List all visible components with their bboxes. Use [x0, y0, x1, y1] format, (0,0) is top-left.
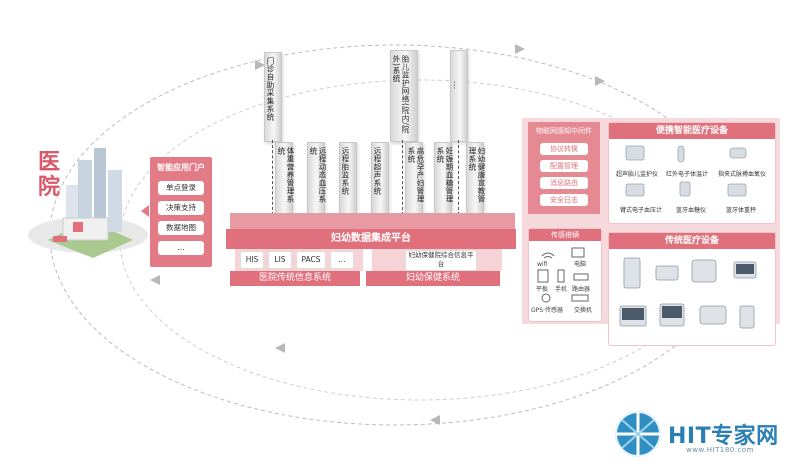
iot-item-security-log[interactable]: 安全日志: [540, 194, 588, 206]
hit-logo-icon: [615, 411, 661, 457]
portable-label-fetal: 超声胎儿监护仪: [616, 171, 659, 178]
device-label-switch: 交换机: [574, 307, 593, 314]
portable-panel: 便携智能医疗设备: [608, 122, 776, 224]
mid-column-high-risk: 高危孕产妇管理系统: [405, 142, 425, 214]
portal-item-sso[interactable]: 单点登录: [158, 181, 204, 195]
wifi-icon: [541, 252, 555, 259]
device-label-phone: 手机: [555, 286, 568, 293]
portable-label-oximeter: 指夹式脉搏血氧仪: [718, 171, 767, 178]
platform-top-face: [230, 213, 515, 229]
portal-item-datamap[interactable]: 数据地图: [158, 221, 204, 235]
connector-line: [402, 140, 403, 215]
portable-label-thermo: 红外电子体温计: [666, 171, 709, 178]
connector-line: [272, 140, 273, 215]
device-label-pc: 电脑: [574, 261, 587, 268]
switch-icon: [571, 294, 589, 302]
top-column-outpatient: 门诊自助采集系统: [264, 52, 282, 142]
portable-title: 便携智能医疗设备: [609, 123, 775, 139]
mid-column-fetal-monitor: 远程胎监系统: [339, 142, 357, 214]
gps-icon: [541, 293, 551, 303]
mch-label: 妇幼保健系统: [366, 271, 500, 286]
hit-logo-text: HIT专家网: [668, 424, 779, 449]
legacy-item-lis[interactable]: LIS: [268, 251, 292, 269]
device-label-router: 路由器: [572, 286, 591, 293]
legacy-item-his[interactable]: HIS: [240, 251, 264, 269]
weight-scale-icon: [727, 183, 747, 197]
glucose-meter-icon: [679, 181, 691, 197]
mid-column-glucose: 妊娠期血糖管理系统: [434, 142, 454, 214]
hit-logo-url: www.HIT180.com: [686, 446, 754, 454]
portable-label-scale: 蓝牙体重秤: [726, 207, 757, 214]
top-column-fetal: 胎儿监护网络(院内/院外)系统: [390, 50, 418, 142]
portal-panel: 智能应用门户 单点登录 决策支持 数据地图 ...: [150, 157, 212, 267]
portable-label-glucose: 蓝牙血糖仪: [676, 207, 707, 214]
iot-item-protocol[interactable]: 协议转换: [540, 143, 588, 155]
traditional-title: 传统医疗设备: [609, 233, 775, 249]
mid-column-bp: 远程动态血压系统: [307, 142, 327, 214]
mid-column-ultrasound: 远程超声系统: [371, 142, 389, 214]
iot-item-routing[interactable]: 消息路由: [540, 177, 588, 189]
arrow-left-icon: [150, 275, 160, 285]
arrow-right-icon: [255, 60, 265, 70]
router-icon: [573, 273, 589, 281]
hospital-label: 医院: [38, 150, 61, 200]
legacy-item-more[interactable]: ...: [330, 251, 354, 269]
arrow-right-icon: [595, 76, 605, 86]
mid-column-education: 妇幼健康宣教管理系统: [466, 142, 486, 214]
portable-label-bp: 臂式电子血压计: [620, 207, 663, 214]
arrow-left-icon: [430, 415, 440, 425]
portal-title: 智能应用门户: [157, 163, 205, 172]
top-column-more: ...: [450, 50, 468, 142]
portal-pointer: [141, 205, 149, 217]
arrow-left-icon: [275, 343, 285, 353]
transport-icons: [537, 247, 589, 303]
transport-title: 传感搭辆: [529, 229, 601, 241]
legacy-label: 医院传统信息系统: [230, 271, 360, 286]
arrow-right-icon: [515, 44, 525, 54]
iot-title: 物联网感知中间件: [536, 127, 592, 135]
iot-item-config[interactable]: 配置管理: [540, 160, 588, 172]
oximeter-icon: [729, 147, 747, 159]
connector-line: [458, 140, 459, 215]
device-label-gps: GPS·传感器: [531, 307, 563, 314]
device-label-tablet: 平板: [536, 286, 549, 293]
computer-icon: [571, 247, 585, 258]
portal-item-more[interactable]: ...: [158, 241, 204, 255]
thermometer-icon: [677, 145, 685, 163]
legacy-item-pacs[interactable]: PACS: [296, 251, 326, 269]
bp-monitor-icon: [625, 183, 645, 197]
device-label-wifi: wifi: [537, 261, 548, 268]
mch-item-platform[interactable]: 妇幼保健院综合信息平台: [405, 250, 477, 271]
transport-panel: 传感搭辆: [528, 228, 602, 322]
traditional-device-images: [619, 257, 757, 329]
hospital-illustration: [8, 140, 153, 260]
fetal-monitor-icon: [625, 145, 645, 161]
phone-icon: [557, 269, 565, 283]
platform-title: 妇幼数据集成平台: [226, 229, 516, 249]
tablet-icon: [537, 269, 549, 283]
mid-column-nutrition: 体重营养管理系统: [275, 142, 295, 214]
portal-item-decision[interactable]: 决策支持: [158, 201, 204, 215]
portable-device-images: [625, 145, 747, 197]
